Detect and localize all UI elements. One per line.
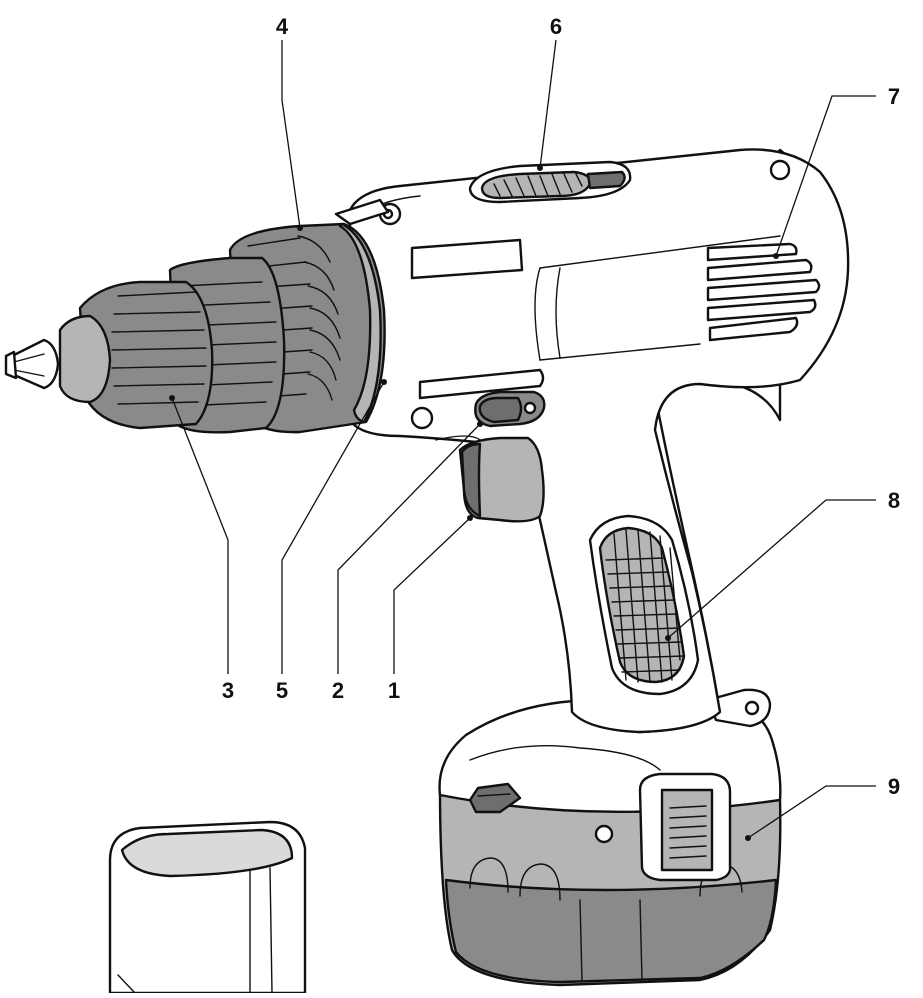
spare-battery-pack <box>108 820 307 995</box>
drill-body <box>348 148 850 734</box>
grip-mesh <box>605 529 685 683</box>
trigger-switch <box>435 435 545 523</box>
callout-labels: 4 6 7 3 5 2 1 8 9 <box>222 14 900 799</box>
keyless-chuck <box>4 256 286 434</box>
callout-8: 8 <box>888 488 900 513</box>
callout-6: 6 <box>550 14 562 39</box>
torque-slider <box>468 160 632 204</box>
forward-reverse-slider <box>474 390 546 428</box>
callout-2: 2 <box>332 678 344 703</box>
leader-lines <box>169 39 876 841</box>
vent-slots <box>706 242 821 342</box>
callout-5: 5 <box>276 678 288 703</box>
callout-9: 9 <box>888 774 900 799</box>
callout-7: 7 <box>888 84 900 109</box>
battery-pack <box>438 696 782 987</box>
callout-3: 3 <box>222 678 234 703</box>
callout-1: 1 <box>388 678 400 703</box>
callout-4: 4 <box>276 14 289 39</box>
